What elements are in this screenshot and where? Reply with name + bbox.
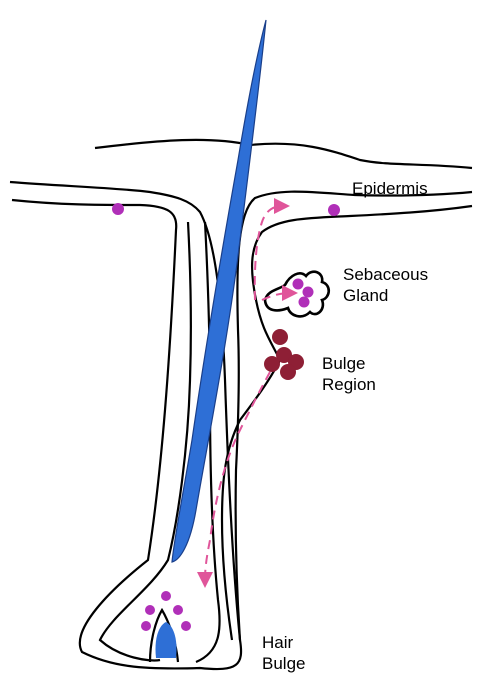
label-sebaceous-line2: Gland — [343, 286, 388, 306]
label-bulge-line2: Region — [322, 375, 376, 395]
hair-bulb-cell — [181, 621, 191, 631]
bulge-region-cell — [280, 364, 296, 380]
label-hair-bulge-line1: Hair — [262, 633, 293, 653]
sebaceous-gland-outline — [265, 272, 329, 317]
sebaceous-cell — [293, 279, 304, 290]
sebaceous-cell — [299, 297, 310, 308]
bulge-region-cell — [272, 329, 288, 345]
label-hair-bulge-line2: Bulge — [262, 654, 305, 674]
label-epidermis: Epidermis — [352, 179, 428, 199]
follicle-inner-left-wall — [100, 222, 191, 660]
epidermis-stem-cell — [328, 204, 340, 216]
hair-bulb-cell — [173, 605, 183, 615]
follicle-right-outer-wall — [236, 192, 472, 640]
label-sebaceous-line1: Sebaceous — [343, 265, 428, 285]
hair-bulb-cell — [141, 621, 151, 631]
epidermis-stem-cell — [112, 203, 124, 215]
hair-bulb — [155, 622, 176, 658]
label-bulge-line1: Bulge — [322, 354, 365, 374]
hair-bulb-cell — [145, 605, 155, 615]
skin-surface-line — [95, 140, 472, 168]
hair-shaft — [172, 20, 266, 562]
bulge-region-cell — [264, 356, 280, 372]
migration-path-upper — [255, 206, 282, 300]
hair-bulb-cell — [161, 591, 171, 601]
sebaceous-cell — [303, 287, 314, 298]
